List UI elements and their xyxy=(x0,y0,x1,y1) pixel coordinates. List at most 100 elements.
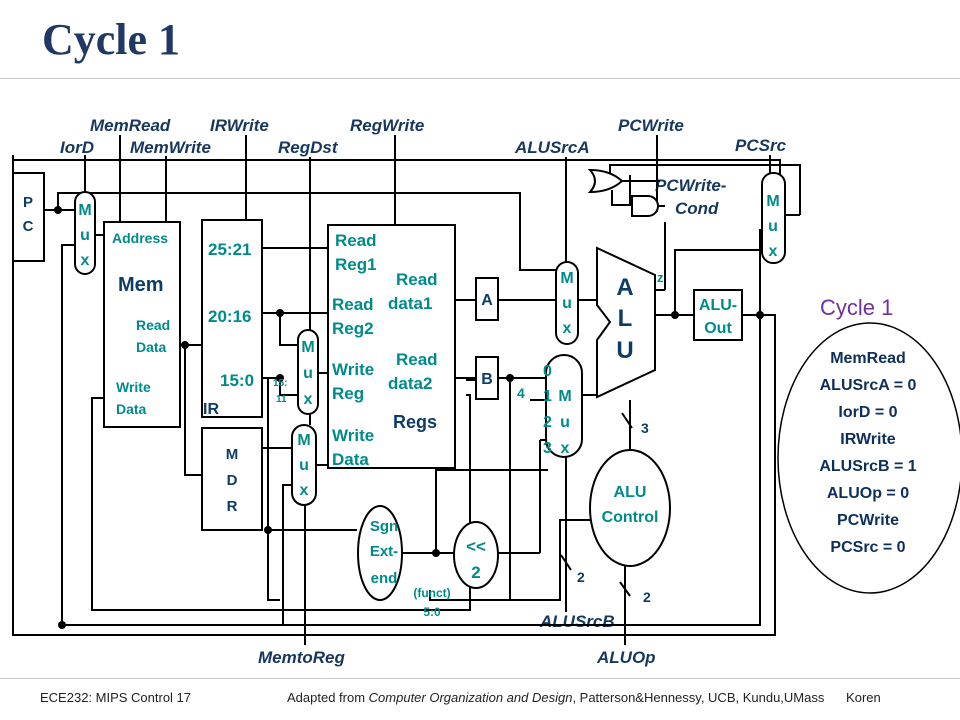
pcsrc-mux xyxy=(761,172,786,264)
alu-control-1: ALU xyxy=(614,484,647,501)
regs-wr-a: Write xyxy=(332,360,374,379)
b-label: B xyxy=(481,371,493,388)
shift-left-2 xyxy=(453,521,499,589)
pc-letter-p: P xyxy=(23,194,33,211)
label-memread: MemRead xyxy=(90,116,171,135)
memory-block xyxy=(103,221,181,428)
slash-2a xyxy=(560,554,572,571)
memtoreg-mux-m: M xyxy=(297,432,310,449)
info-line-8: PCSrc = 0 xyxy=(830,539,905,556)
register-file xyxy=(327,224,456,469)
regdst-mux-u: u xyxy=(303,365,313,382)
mdr-register xyxy=(201,427,263,531)
signext-1: Sgn xyxy=(370,518,398,535)
info-heading: Cycle 1 xyxy=(820,295,893,320)
label-memtoreg: MemtoReg xyxy=(258,648,346,667)
funct-label-2: 5:0 xyxy=(423,605,441,619)
mem-read-data-2: Data xyxy=(136,339,167,355)
regdst-mux-m: M xyxy=(301,339,314,356)
slash-2b xyxy=(619,581,631,597)
regdst-mux xyxy=(297,329,319,415)
regs-name: Regs xyxy=(393,412,437,432)
signext-2: Ext- xyxy=(370,543,398,560)
label-alusrca: ALUSrcA xyxy=(514,138,590,157)
regdst-field-2: 11 xyxy=(276,394,287,405)
alusrcb-in-1: 1 xyxy=(543,388,552,405)
alu-control-2: Control xyxy=(602,509,659,526)
alu-letter-u: U xyxy=(616,337,633,364)
width-3: 3 xyxy=(641,420,649,436)
width-2b: 2 xyxy=(643,589,651,605)
memtoreg-mux-u: u xyxy=(299,457,309,474)
iord-mux xyxy=(74,191,96,275)
alu-zero: z xyxy=(657,270,664,285)
regs-rr1-b: Reg1 xyxy=(335,255,377,274)
aluout-register xyxy=(693,289,743,341)
regdst-mux-x: x xyxy=(304,391,313,408)
footer-credit: Adapted from Computer Organization and D… xyxy=(287,690,881,705)
junction-dots xyxy=(54,206,764,629)
ir-field-25-21: 25:21 xyxy=(208,240,251,259)
alusrca-mux xyxy=(555,261,579,345)
label-iord: IorD xyxy=(60,138,94,157)
alusrcb-mux-u: u xyxy=(560,414,570,431)
label-pcwrite-cond-2: Cond xyxy=(675,199,719,218)
pc-letter-c: C xyxy=(23,218,34,235)
mdr-letter-d: D xyxy=(227,472,238,489)
alusrcb-in-2: 2 xyxy=(543,414,552,431)
alusrca-mux-m: M xyxy=(560,270,573,287)
regs-rd2-a: Read xyxy=(396,350,438,369)
info-line-4: IRWrite xyxy=(840,431,896,448)
info-line-7: PCWrite xyxy=(837,512,899,529)
ir-name: IR xyxy=(203,401,219,418)
info-line-6: ALUOp = 0 xyxy=(827,485,909,502)
alu-letter-a: A xyxy=(616,274,633,301)
alusrcb-mux-m: M xyxy=(558,388,571,405)
regs-wd-a: Write xyxy=(332,426,374,445)
mem-name: Mem xyxy=(118,274,164,296)
regs-wd-b: Data xyxy=(332,450,369,469)
aluout-1: ALU- xyxy=(699,297,737,314)
mem-write-data-1: Write xyxy=(116,379,151,395)
alusrcb-mux-x: x xyxy=(561,440,570,457)
a-label: A xyxy=(481,292,493,309)
iord-mux-u: u xyxy=(80,227,90,244)
b-register xyxy=(475,356,499,400)
label-regdst: RegDst xyxy=(278,138,339,157)
cycle-summary-ellipse xyxy=(777,322,960,594)
footer-credit-suffix: , Patterson&Hennessy, UCB, Kundu,UMass xyxy=(572,690,825,705)
regs-rr2-a: Read xyxy=(332,295,374,314)
footer-credit-prefix: Adapted from xyxy=(287,690,369,705)
mem-read-data-1: Read xyxy=(136,317,170,333)
regs-rd1-a: Read xyxy=(396,270,438,289)
mdr-letter-r: R xyxy=(227,498,238,515)
iord-mux-m: M xyxy=(78,202,91,219)
alu-control xyxy=(589,449,671,567)
alusrcb-mux xyxy=(545,354,583,458)
control-lines xyxy=(84,135,771,645)
signext-3: end xyxy=(371,570,398,587)
alusrca-mux-x: x xyxy=(563,320,572,337)
funct-label-1: (funct) xyxy=(413,586,450,600)
info-line-3: IorD = 0 xyxy=(838,404,897,421)
regs-rr1-a: Read xyxy=(335,231,377,250)
pc-register xyxy=(12,172,45,262)
shift-2: 2 xyxy=(471,563,480,582)
regdst-field-1: 15: xyxy=(273,378,287,389)
label-irwrite: IRWrite xyxy=(210,116,269,135)
sign-extend xyxy=(357,505,403,601)
label-pcwrite-cond-1: PCWrite- xyxy=(655,176,727,195)
footer-divider xyxy=(0,678,960,679)
info-line-1: MemRead xyxy=(830,350,906,367)
ir-field-20-16: 20:16 xyxy=(208,307,251,326)
pcsrc-mux-m: M xyxy=(766,193,779,210)
iord-mux-x: x xyxy=(81,252,90,269)
label-pcwrite: PCWrite xyxy=(618,116,684,135)
footer-credit-author: Koren xyxy=(846,690,881,705)
constant-four: 4 xyxy=(517,385,525,401)
label-pcsrc: PCSrc xyxy=(735,136,787,155)
alusrcb-in-3: 3 xyxy=(543,440,552,457)
alusrcb-in-0: 0 xyxy=(543,363,552,380)
